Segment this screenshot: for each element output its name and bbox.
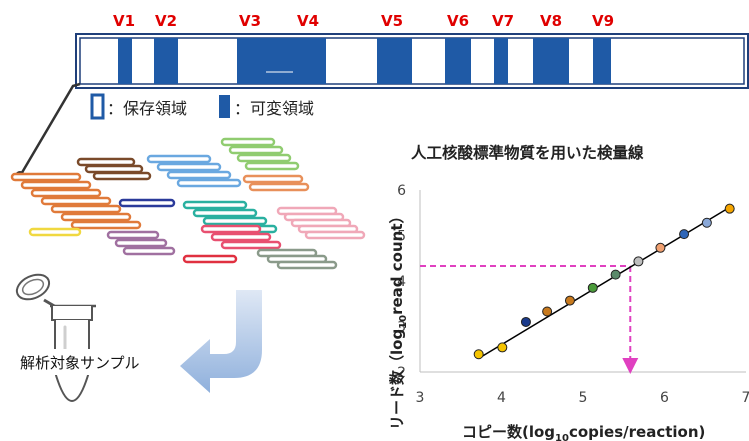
sample-label-bg: [18, 349, 168, 375]
curved-arrow: [180, 290, 262, 393]
strand-group-5: [242, 174, 310, 192]
connector-line: [15, 82, 81, 181]
x-tick-label: 5: [579, 390, 588, 406]
region-label-v2: V2: [155, 12, 177, 30]
data-point-10: [679, 229, 690, 240]
legend: ：保存領域 ：可変領域: [90, 93, 314, 120]
chart-fit-line: [478, 206, 731, 359]
x-tick-label: 7: [742, 390, 749, 406]
x-tick-label: 6: [660, 390, 669, 406]
region-label-v6: V6: [447, 12, 469, 30]
strand-group-12: [182, 254, 238, 264]
region-label-v1: V1: [113, 12, 135, 30]
y-tick-label: 5: [397, 229, 406, 245]
variable-region-8: [533, 38, 569, 84]
region-label-v8: V8: [540, 12, 562, 30]
data-point-2: [497, 342, 508, 353]
chart-ylabel: リード数（log10read count）: [388, 209, 409, 431]
region-label-v3: V3: [239, 12, 261, 30]
chart-points: [473, 203, 735, 360]
conserved-legend-swatch: [90, 93, 105, 120]
sample-tube-icon: [15, 273, 96, 402]
variable-legend-swatch: [219, 95, 230, 118]
data-point-9: [655, 242, 666, 253]
region-label-v4: V4: [297, 12, 319, 30]
x-tick-label: 4: [497, 390, 506, 406]
strand-group-8: [276, 206, 366, 240]
dna-strand-groups: [10, 137, 366, 270]
fit-line: [478, 206, 731, 359]
data-point-12: [724, 203, 735, 214]
variable-region-2: [154, 38, 178, 84]
region-label-v7: V7: [492, 12, 514, 30]
y-tick-label: 3: [397, 320, 406, 336]
variable-region-5: [377, 38, 412, 84]
data-point-11: [701, 217, 712, 228]
chart-guide-lines: [420, 264, 639, 374]
strand-group-9: [28, 227, 82, 237]
y-tick-label: 2: [397, 365, 406, 381]
chart-axes: [419, 190, 746, 373]
region-label-v9: V9: [592, 12, 614, 30]
strand-group-11: [200, 224, 282, 250]
chart-title: 人工核酸標準物質を用いた検量線: [411, 143, 644, 162]
region-label-v5: V5: [381, 12, 403, 30]
chart-xlabel: コピー数(log10copies/reaction): [462, 423, 705, 441]
strand-group-3: [146, 154, 242, 188]
variable-legend-label: ：可変領域: [234, 99, 314, 118]
conserved-legend-label: ：保存領域: [107, 99, 187, 118]
data-point-8: [633, 256, 644, 267]
strand-group-10: [106, 230, 176, 256]
data-point-4: [542, 306, 553, 317]
variable-region-9: [593, 38, 611, 84]
y-tick-label: 4: [397, 274, 406, 290]
variable-region-3: [237, 38, 266, 84]
region-labels: V1 V2 V3 V4 V5 V6 V7 V8 V9: [113, 12, 614, 30]
y-tick-label: 6: [397, 183, 406, 199]
variable-region-4: [266, 38, 326, 84]
variable-region-1: [118, 38, 132, 84]
data-point-5: [564, 295, 575, 306]
data-point-6: [587, 282, 598, 293]
strand-group-1: [10, 172, 142, 230]
variable-region-7: [494, 38, 508, 84]
variable-region-6: [445, 38, 471, 84]
gene-bar: [75, 33, 749, 89]
sample-label: 解析対象サンプル: [20, 354, 140, 372]
strand-group-13: [256, 248, 338, 270]
strand-group-4: [220, 137, 300, 171]
data-point-7: [610, 269, 621, 280]
x-tick-label: 3: [416, 390, 425, 406]
strand-group-6: [118, 198, 176, 208]
strand-group-2: [76, 157, 152, 181]
data-point-1: [473, 349, 484, 360]
data-point-3: [520, 316, 531, 327]
